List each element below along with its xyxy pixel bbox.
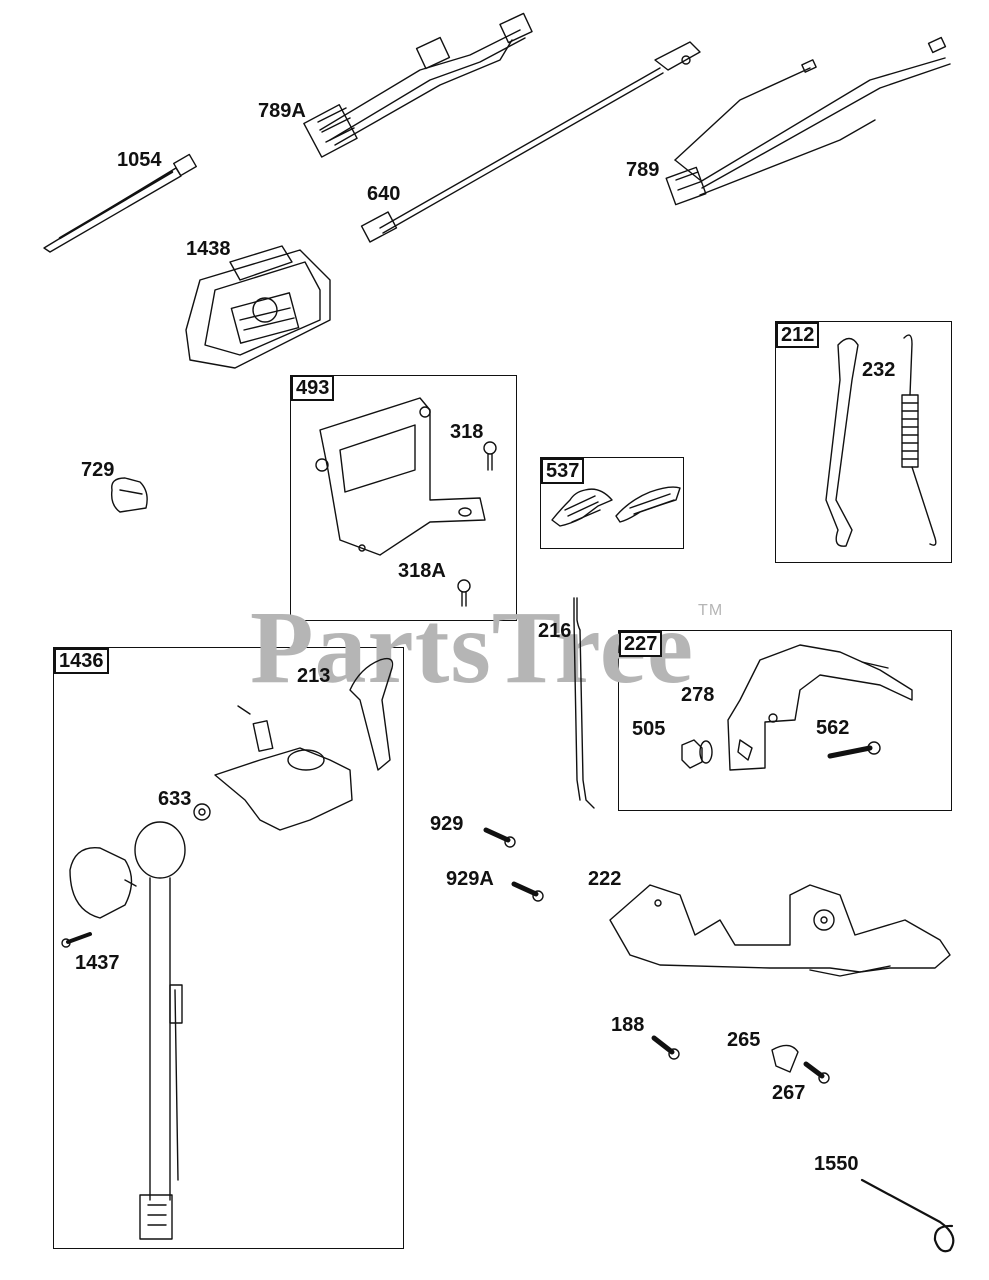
part-label-640[interactable]: 640: [367, 183, 401, 205]
part-label-789a[interactable]: 789A: [258, 100, 306, 122]
screw-562[interactable]: [827, 741, 881, 759]
springs-537[interactable]: [551, 486, 681, 527]
wire-640[interactable]: [360, 41, 701, 243]
rod-212[interactable]: [825, 337, 859, 547]
part-label-929[interactable]: 929: [430, 813, 464, 835]
screw-1437[interactable]: [61, 932, 92, 948]
cable-tie-1054[interactable]: [43, 153, 197, 253]
bracket-227[interactable]: [727, 644, 913, 771]
wire-harness-789a[interactable]: [303, 12, 533, 158]
kit-box-493: [290, 375, 517, 621]
clamp-265[interactable]: [771, 1044, 799, 1073]
part-label-929a[interactable]: 929A: [446, 868, 494, 890]
part-label-267[interactable]: 267: [772, 1082, 806, 1104]
part-label-213[interactable]: 213: [297, 665, 331, 687]
switch-assembly-1436[interactable]: [134, 821, 186, 1240]
part-label-633[interactable]: 633: [158, 788, 192, 810]
spring-232[interactable]: [901, 334, 937, 546]
part-label-1438[interactable]: 1438: [186, 238, 231, 260]
part-label-1054[interactable]: 1054: [117, 149, 162, 171]
part-label-222[interactable]: 222: [588, 868, 622, 890]
part-label-318a[interactable]: 318A: [398, 560, 446, 582]
governor-assembly-1436[interactable]: [214, 657, 394, 831]
part-label-265[interactable]: 265: [727, 1029, 761, 1051]
part-label-1550[interactable]: 1550: [814, 1153, 859, 1175]
screw-318[interactable]: [483, 441, 497, 471]
kit-box-212: [775, 321, 952, 563]
washer-633[interactable]: [193, 803, 211, 821]
enclosure-1438[interactable]: [185, 245, 331, 369]
part-label-216[interactable]: 216: [538, 620, 572, 642]
kit-label-212[interactable]: 212: [776, 322, 820, 348]
screw-188[interactable]: [651, 1035, 680, 1060]
part-label-562[interactable]: 562: [816, 717, 850, 739]
bracket-493[interactable]: [315, 397, 486, 556]
kit-label-493[interactable]: 493: [291, 375, 335, 401]
kit-label-227[interactable]: 227: [619, 631, 663, 657]
screw-929a[interactable]: [511, 881, 544, 902]
part-label-505[interactable]: 505: [632, 718, 666, 740]
pin-1550[interactable]: [860, 1178, 955, 1253]
screw-267[interactable]: [803, 1061, 830, 1084]
part-label-188[interactable]: 188: [611, 1014, 645, 1036]
screw-318a[interactable]: [457, 579, 471, 607]
nut-505[interactable]: [681, 739, 703, 769]
kit-box-1436: [53, 647, 404, 1249]
part-label-278[interactable]: 278: [681, 684, 715, 706]
part-label-789[interactable]: 789: [626, 159, 660, 181]
kit-box-227: [618, 630, 952, 811]
kit-label-1436[interactable]: 1436: [54, 648, 109, 674]
part-label-1437[interactable]: 1437: [75, 952, 120, 974]
control-bracket-222[interactable]: [609, 884, 951, 977]
part-label-232[interactable]: 232: [862, 359, 896, 381]
washer-278[interactable]: [699, 740, 713, 764]
wire-harness-789[interactable]: [665, 36, 951, 206]
cover-1436[interactable]: [69, 846, 137, 919]
screw-929[interactable]: [483, 827, 516, 848]
part-label-729[interactable]: 729: [81, 459, 115, 481]
part-label-318[interactable]: 318: [450, 421, 484, 443]
kit-label-537[interactable]: 537: [541, 458, 585, 484]
kit-box-537: [540, 457, 684, 549]
rod-216[interactable]: [573, 597, 595, 809]
cap-729[interactable]: [110, 477, 148, 513]
